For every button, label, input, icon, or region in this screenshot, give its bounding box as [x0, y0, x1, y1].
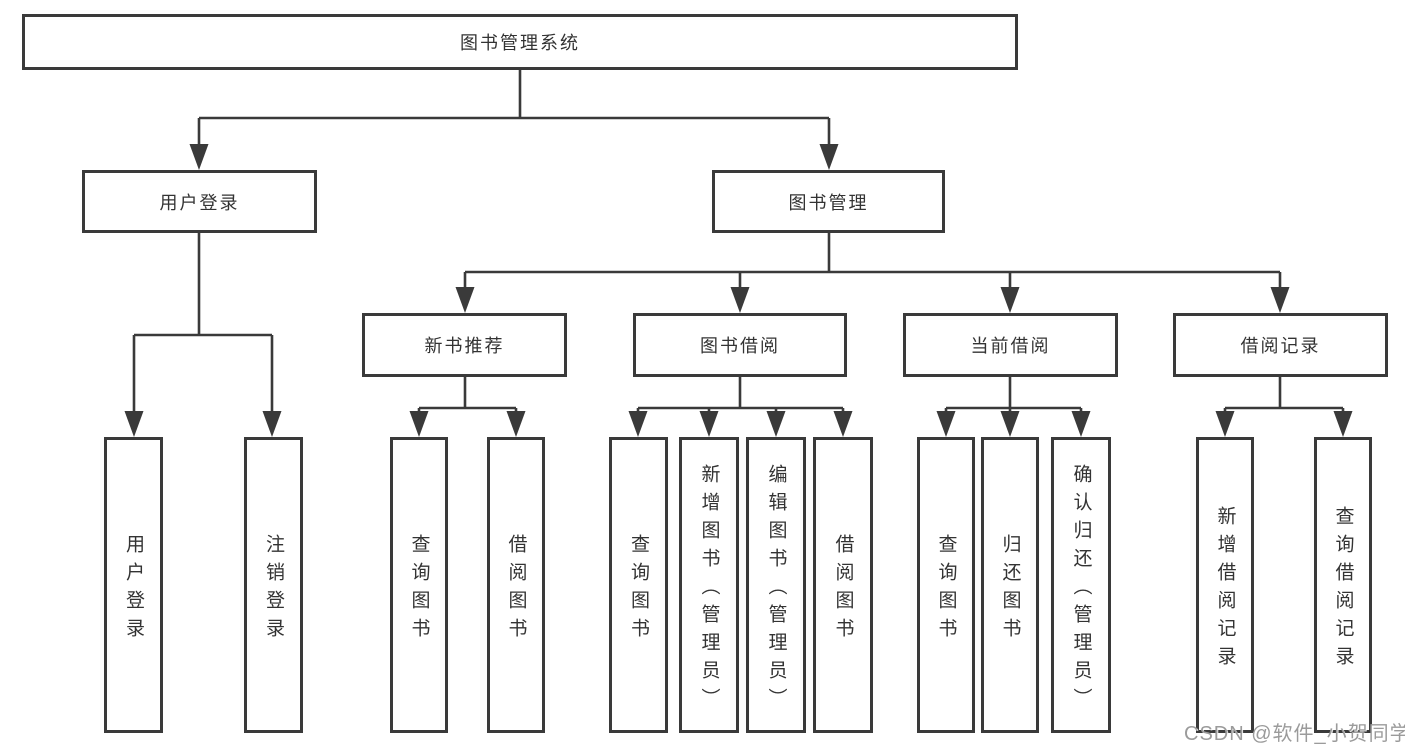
node-leaf-return-books: 归还图书	[981, 437, 1039, 733]
node-book-borrowing: 图书借阅	[633, 313, 847, 377]
node-label: 新增图书（管理员）	[698, 463, 720, 716]
node-label: 查询图书	[408, 533, 430, 646]
csdn-watermark: CSDN @软件_小贺同学	[1184, 723, 1405, 745]
node-leaf-query-books-3: 查询图书	[917, 437, 975, 733]
node-new-book-recommend: 新书推荐	[362, 313, 567, 377]
node-label: 新增借阅记录	[1214, 505, 1236, 674]
node-leaf-edit-books-admin: 编辑图书（管理员）	[746, 437, 806, 733]
node-book-management: 图书管理	[712, 170, 945, 233]
node-leaf-logout: 注销登录	[244, 437, 303, 733]
node-leaf-borrow-books-1: 借阅图书	[487, 437, 545, 733]
node-label: 用户登录	[159, 192, 240, 213]
node-leaf-borrow-books-2: 借阅图书	[813, 437, 873, 733]
node-user-login: 用户登录	[82, 170, 317, 233]
node-label: 借阅图书	[832, 533, 854, 646]
node-label: 图书管理系统	[460, 33, 580, 53]
node-label: 注销登录	[263, 533, 284, 646]
node-current-borrowing: 当前借阅	[903, 313, 1118, 377]
node-leaf-query-borrow-record: 查询借阅记录	[1314, 437, 1372, 733]
node-leaf-user-login: 用户登录	[104, 437, 163, 733]
node-label: 当前借阅	[970, 336, 1051, 356]
node-label: 查询借阅记录	[1332, 505, 1354, 674]
node-label: 查询图书	[628, 533, 649, 646]
node-label: 借阅图书	[505, 533, 527, 646]
node-library-management-system: 图书管理系统	[22, 14, 1018, 70]
node-label: 归还图书	[999, 533, 1021, 646]
node-leaf-confirm-return-admin: 确认归还（管理员）	[1051, 437, 1111, 733]
node-leaf-query-books-1: 查询图书	[390, 437, 448, 733]
node-leaf-add-books-admin: 新增图书（管理员）	[679, 437, 739, 733]
node-label: 确认归还（管理员）	[1070, 463, 1092, 716]
node-label: 编辑图书（管理员）	[765, 463, 787, 716]
node-label: 图书管理	[788, 192, 869, 213]
node-leaf-add-borrow-record: 新增借阅记录	[1196, 437, 1254, 733]
node-label: 图书借阅	[700, 336, 780, 356]
node-label: 新书推荐	[424, 336, 505, 356]
node-label: 查询图书	[935, 533, 957, 646]
node-label: 用户登录	[123, 533, 144, 646]
node-label: 借阅记录	[1240, 336, 1321, 356]
node-borrowing-records: 借阅记录	[1173, 313, 1388, 377]
node-leaf-query-books-2: 查询图书	[609, 437, 668, 733]
